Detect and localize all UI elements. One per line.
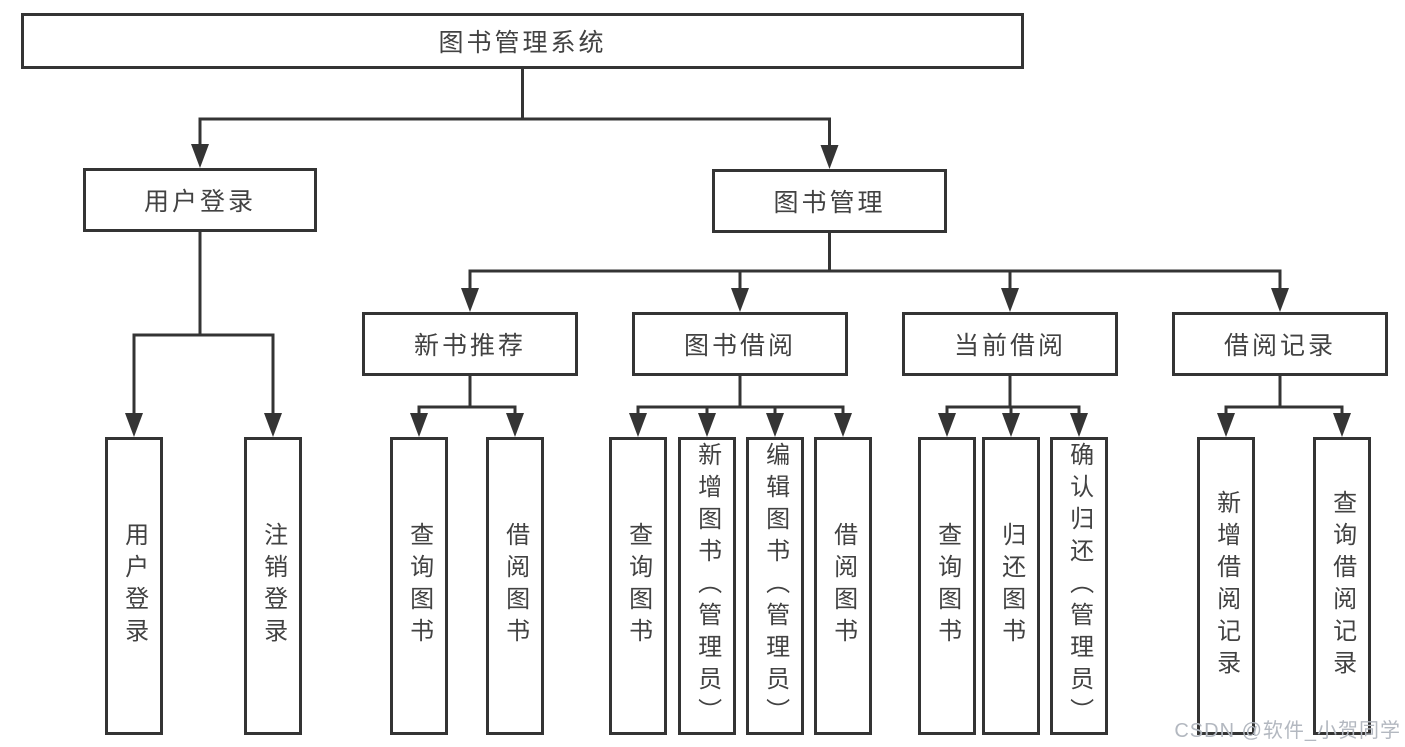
node-leaf-borrow-books-borrowing: 借阅图书 [814, 437, 872, 735]
edge-user-login [125, 232, 282, 437]
arrowhead [698, 413, 716, 437]
watermark: CSDN @软件_小贺同学 [1174, 720, 1401, 742]
arrowhead [264, 413, 282, 437]
arrowhead [191, 144, 209, 168]
node-new-book-recommend: 新书推荐 [362, 312, 578, 376]
arrowhead [461, 288, 479, 312]
node-leaf-confirm-return-admin: 确认归还（管理员） [1050, 437, 1108, 735]
node-leaf-add-books-admin: 新增图书（管理员） [678, 437, 736, 735]
arrowhead [629, 413, 647, 437]
arrowhead [1217, 413, 1235, 437]
node-current-borrowing: 当前借阅 [902, 312, 1118, 376]
edge-library-system [191, 69, 839, 169]
arrowhead [834, 413, 852, 437]
node-leaf-logout: 注销登录 [244, 437, 302, 735]
node-leaf-edit-books-admin: 编辑图书（管理员） [746, 437, 804, 735]
node-library-system: 图书管理系统 [21, 13, 1024, 69]
node-book-management: 图书管理 [712, 169, 947, 233]
node-user-login: 用户登录 [83, 168, 317, 232]
node-leaf-query-books-current: 查询图书 [918, 437, 976, 735]
arrowhead [1001, 288, 1019, 312]
node-book-borrowing: 图书借阅 [632, 312, 848, 376]
node-leaf-add-borrow-record: 新增借阅记录 [1197, 437, 1255, 735]
node-leaf-query-books-borrowing: 查询图书 [609, 437, 667, 735]
arrowhead [766, 413, 784, 437]
edge-borrowing-records [1217, 376, 1351, 437]
arrowhead [820, 145, 839, 169]
node-leaf-user-login: 用户登录 [105, 437, 163, 735]
arrowhead [410, 413, 428, 437]
node-leaf-return-books: 归还图书 [982, 437, 1040, 735]
arrowhead [731, 288, 749, 312]
node-leaf-borrow-books-recommend: 借阅图书 [486, 437, 544, 735]
arrowhead [1002, 413, 1020, 437]
edge-book-management [461, 233, 1289, 312]
arrowhead [938, 413, 956, 437]
arrowhead [1070, 413, 1088, 437]
node-leaf-query-books-recommend: 查询图书 [390, 437, 448, 735]
arrowhead [125, 413, 143, 437]
edge-new-book-recommend [410, 376, 524, 437]
arrowhead [1333, 413, 1351, 437]
arrowhead [506, 413, 524, 437]
node-borrowing-records: 借阅记录 [1172, 312, 1388, 376]
edge-book-borrowing [629, 376, 852, 437]
edge-current-borrowing [938, 376, 1088, 437]
node-leaf-query-borrow-record: 查询借阅记录 [1313, 437, 1371, 735]
arrowhead [1271, 288, 1289, 312]
